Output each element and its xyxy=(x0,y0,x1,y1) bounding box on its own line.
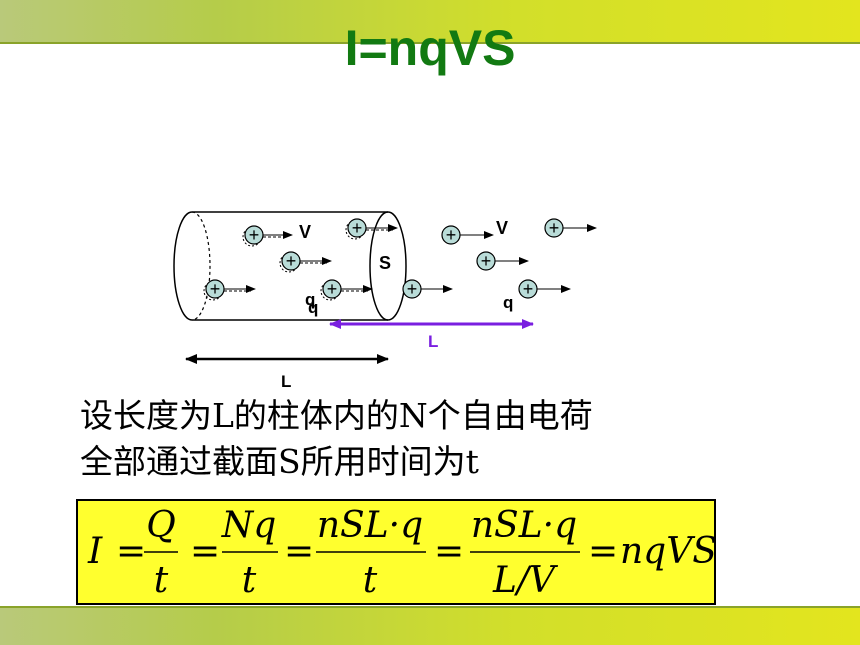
positive-charge: + xyxy=(345,218,398,240)
positive-charge: + xyxy=(402,279,453,299)
charge-plus-sign: + xyxy=(210,279,221,299)
velocity-label-inside: V xyxy=(299,222,311,242)
formula-eq-3: = xyxy=(284,531,314,572)
charge-plus-sign: + xyxy=(286,251,297,271)
charge-plus-sign: + xyxy=(481,251,492,271)
charge-plus-sign: + xyxy=(446,225,457,245)
description-line-2: 全部通过截面S所用时间为t xyxy=(80,442,479,481)
positive-charge: + xyxy=(242,225,293,247)
fraction-3-denominator: t xyxy=(363,560,378,601)
formula-i: I xyxy=(87,531,103,572)
positive-charge: + xyxy=(279,251,332,273)
bottom-decor-line xyxy=(0,606,860,608)
fraction-2-denominator: t xyxy=(242,560,257,601)
charges-inside: + + + + + xyxy=(203,218,398,301)
fraction-2-numerator: Nq xyxy=(221,505,277,546)
charge-plus-sign: + xyxy=(549,218,560,238)
description-line-1: 设长度为L的柱体内的N个自由电荷 xyxy=(80,396,593,435)
formula-result: nqVS xyxy=(620,531,714,572)
formula-eq-4: = xyxy=(434,531,464,572)
slide-title: I=nqVS xyxy=(344,20,516,76)
charge-plus-sign: + xyxy=(407,279,418,299)
charges-outside: + + + + + xyxy=(402,218,597,299)
charge-label-outside: q xyxy=(503,293,513,312)
charge-label-inside-b: q xyxy=(308,298,318,317)
positive-charge: + xyxy=(544,218,597,238)
positive-charge: + xyxy=(203,279,256,301)
top-decor-band xyxy=(0,0,860,42)
section-label-s: S xyxy=(379,253,391,273)
top-decor-line xyxy=(0,42,860,44)
fraction-1-denominator: t xyxy=(154,560,169,601)
velocity-label-outside: V xyxy=(496,218,508,238)
distance-label-purple: L xyxy=(428,332,438,351)
formula-eq-2: = xyxy=(190,531,220,572)
charge-plus-sign: + xyxy=(523,279,534,299)
bottom-decor-band xyxy=(0,608,860,645)
charge-plus-sign: + xyxy=(249,225,260,245)
charge-plus-sign: + xyxy=(327,279,338,299)
fraction-1-numerator: Q xyxy=(146,505,176,546)
positive-charge: + xyxy=(320,279,373,301)
charge-label-inside-a: q xyxy=(305,290,315,309)
formula: I = Q t = Nq t = nSL·q t = nSL·q L/V = n… xyxy=(87,505,714,601)
fraction-3-numerator: nSL·q xyxy=(317,505,423,546)
fraction-4-numerator: nSL·q xyxy=(471,505,577,546)
cylinder-left-back-arc xyxy=(191,211,211,321)
formula-eq-5: = xyxy=(588,531,618,572)
cylinder-left-front-arc xyxy=(173,211,193,321)
positive-charge: + xyxy=(441,225,494,245)
formula-eq-1: = xyxy=(116,531,146,572)
formula-box: I = Q t = Nq t = nSL·q t = nSL·q L/V = n… xyxy=(76,499,716,605)
positive-charge: + xyxy=(476,251,529,271)
fraction-4-denominator: L/V xyxy=(492,560,559,601)
current-diagram: + + + + + + + + + + V V S q q q L L xyxy=(173,211,597,391)
length-label-black: L xyxy=(281,372,291,391)
positive-charge: + xyxy=(518,279,571,299)
charge-plus-sign: + xyxy=(352,218,363,238)
